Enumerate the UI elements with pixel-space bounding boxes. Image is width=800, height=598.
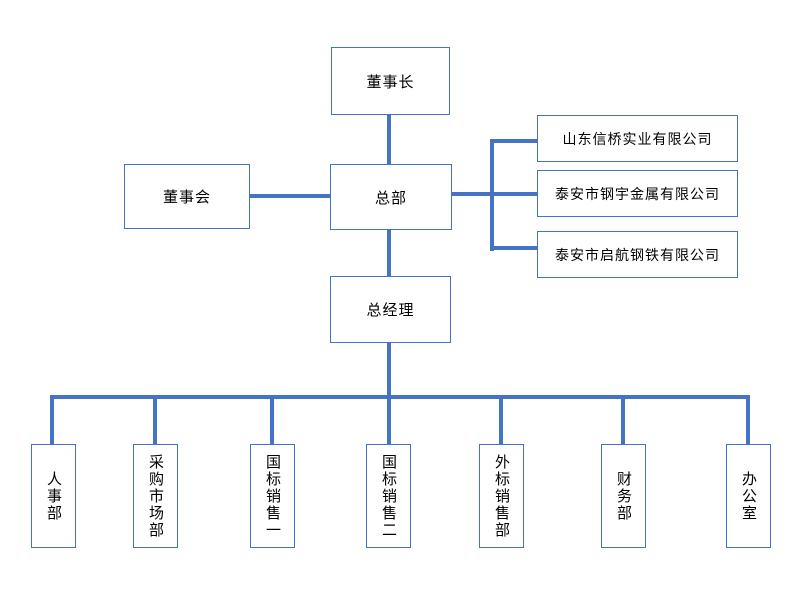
node-department-national-sales-1-label: 国标销售一	[264, 453, 281, 539]
node-department-finance: 财务部	[601, 444, 646, 548]
node-department-external-sales-label: 外标销售部	[493, 453, 510, 539]
node-department-purchasing-market-label: 采购市场部	[147, 453, 164, 539]
node-subsidiary-3: 泰安市启航钢铁有限公司	[537, 231, 738, 278]
connector-drop-hr	[50, 397, 54, 444]
node-department-finance-label: 财务部	[615, 470, 632, 522]
node-general-manager-label: 总经理	[366, 302, 415, 319]
connector-subsidiary-rail	[490, 139, 494, 251]
connector-department-bus	[50, 395, 750, 399]
node-board-label: 董事会	[162, 189, 211, 206]
node-headquarters: 总部	[330, 164, 452, 230]
node-subsidiary-2: 泰安市钢宇金属有限公司	[537, 170, 738, 217]
node-general-manager: 总经理	[330, 276, 451, 343]
node-chairman-label: 董事长	[366, 73, 415, 91]
node-department-office: 办公室	[726, 444, 771, 548]
connector-general-manager-bus	[387, 343, 391, 444]
connector-drop-office	[746, 397, 750, 444]
connector-headquarters-general-manager	[387, 230, 391, 276]
node-department-office-label: 办公室	[740, 470, 757, 522]
node-chairman: 董事长	[331, 47, 450, 115]
node-department-external-sales: 外标销售部	[479, 444, 524, 548]
connector-chairman-headquarters	[387, 115, 391, 164]
connector-drop-external-sales	[499, 397, 503, 444]
connector-board-headquarters	[250, 194, 330, 198]
node-subsidiary-1-label: 山东信桥实业有限公司	[562, 130, 713, 147]
connector-drop-finance	[621, 397, 625, 444]
node-board: 董事会	[124, 164, 250, 229]
node-subsidiary-1: 山东信桥实业有限公司	[537, 115, 738, 162]
connector-drop-purchasing	[153, 397, 157, 444]
connector-rail-subsidiary-3	[492, 246, 537, 250]
node-department-hr: 人事部	[31, 444, 76, 548]
connector-headquarters-subsidiaries	[452, 192, 537, 196]
connector-rail-subsidiary-1	[492, 139, 537, 143]
node-department-national-sales-2-label: 国标销售二	[380, 453, 397, 539]
node-subsidiary-2-label: 泰安市钢宇金属有限公司	[555, 185, 720, 202]
node-department-hr-label: 人事部	[45, 470, 62, 522]
node-subsidiary-3-label: 泰安市启航钢铁有限公司	[555, 246, 720, 263]
node-department-purchasing-market: 采购市场部	[133, 444, 178, 548]
node-department-national-sales-1: 国标销售一	[250, 444, 295, 548]
node-headquarters-label: 总部	[374, 189, 407, 207]
node-department-national-sales-2: 国标销售二	[366, 444, 411, 548]
connector-drop-sales-1	[270, 397, 274, 444]
